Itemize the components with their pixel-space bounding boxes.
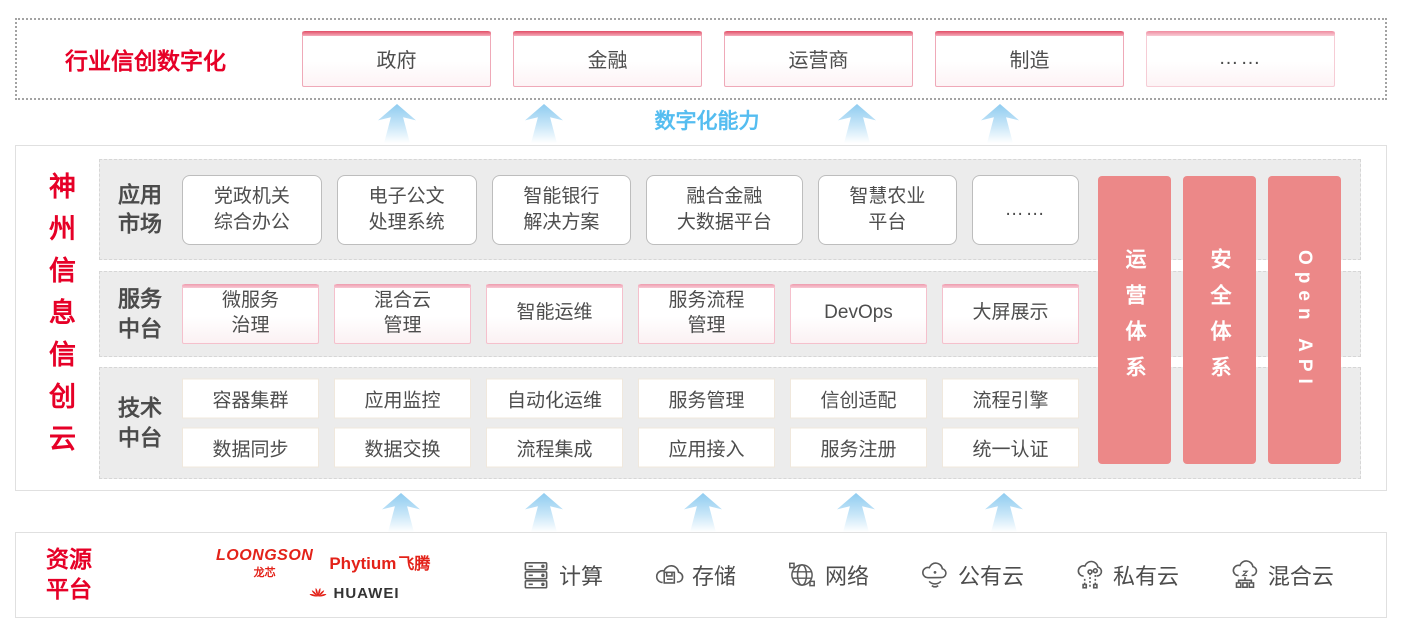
row-label-app-market: 应用 市场 xyxy=(118,181,163,237)
loongson-logo-subtext: 龙芯 xyxy=(253,566,276,579)
private-cloud-icon xyxy=(1073,558,1107,592)
app-market-boxes: 党政机关 综合办公 电子公文 处理系统 智能银行 解决方案 融合金融 大数据平台… xyxy=(182,174,1079,245)
resource-items: 计算 存储 xyxy=(519,558,1334,592)
up-arrow-icon xyxy=(525,493,563,532)
resource-compute: 计算 xyxy=(519,558,603,592)
svc-box-service-process-mgmt: 服务流程 管理 xyxy=(638,284,775,344)
tech-box-process-engine: 流程引擎 xyxy=(942,378,1079,419)
tech-box-automated-ops: 自动化运维 xyxy=(486,378,623,419)
up-arrow-icon xyxy=(382,493,420,532)
loongson-logo: LOONGSON 龙芯 xyxy=(216,547,313,580)
resource-label: 公有云 xyxy=(957,564,1024,589)
svc-box-devops: DevOps xyxy=(790,284,927,344)
resource-public-cloud: 公有云 xyxy=(918,558,1024,592)
resource-hybrid-cloud: 混合云 xyxy=(1228,558,1334,592)
resource-label: 混合云 xyxy=(1267,564,1334,589)
tech-boxes: 容器集群 应用监控 自动化运维 服务管理 信创适配 流程引擎 数据同步 数据交换… xyxy=(182,378,1079,468)
industry-banner-title: 行业信创数字化 xyxy=(65,48,226,74)
resource-platform-title: 资源 平台 xyxy=(46,546,92,602)
tech-box-unified-auth: 统一认证 xyxy=(942,427,1079,468)
loongson-logo-text: LOONGSON xyxy=(216,546,314,564)
up-arrow-icon xyxy=(981,104,1019,143)
app-box-edoc-system: 电子公文 处理系统 xyxy=(336,174,477,245)
industry-box-finance: 金融 xyxy=(513,31,702,87)
tech-box-data-sync: 数据同步 xyxy=(182,427,319,468)
service-middle-platform-row: 服务 中台 微服务 治理 混合云 管理 智能运维 服务流程 管理 DevOps … xyxy=(99,271,1361,357)
hybrid-cloud-icon xyxy=(1228,558,1262,592)
industry-box-more: …… xyxy=(1146,31,1335,87)
platform-vertical-title: 神州信息信创云 xyxy=(45,172,75,466)
up-arrow-icon xyxy=(525,104,563,143)
app-box-party-gov-office: 党政机关 综合办公 xyxy=(182,174,322,245)
resource-label: 网络 xyxy=(824,564,869,589)
row-label-tech: 技术 中台 xyxy=(118,395,163,450)
tech-middle-platform-row: 技术 中台 容器集群 应用监控 自动化运维 服务管理 信创适配 流程引擎 数据同… xyxy=(99,367,1361,479)
industry-banner: 行业信创数字化 政府 金融 运营商 制造 …… xyxy=(15,18,1387,100)
up-arrow-icon xyxy=(837,493,875,532)
svc-box-intelligent-ops: 智能运维 xyxy=(486,284,623,344)
service-boxes: 微服务 治理 混合云 管理 智能运维 服务流程 管理 DevOps 大屏展示 xyxy=(182,284,1079,344)
phytium-logo-subtext: 飞腾 xyxy=(398,555,431,573)
industry-box-telecom: 运营商 xyxy=(724,31,913,87)
app-box-finance-bigdata: 融合金融 大数据平台 xyxy=(646,174,803,245)
pillar-open-api: Open API xyxy=(1268,176,1341,464)
up-arrow-icon xyxy=(985,493,1023,532)
capability-label: 数字化能力 xyxy=(654,110,760,133)
industry-box-government: 政府 xyxy=(302,31,491,87)
app-box-more: …… xyxy=(972,174,1079,245)
svc-box-microservice-governance: 微服务 治理 xyxy=(182,284,319,344)
tech-box-app-monitoring: 应用监控 xyxy=(334,378,471,419)
tech-box-data-exchange: 数据交换 xyxy=(334,427,471,468)
tech-box-service-registry: 服务注册 xyxy=(790,427,927,468)
tech-box-service-mgmt: 服务管理 xyxy=(638,378,775,419)
tech-box-app-access: 应用接入 xyxy=(638,427,775,468)
app-market-row: 应用 市场 党政机关 综合办公 电子公文 处理系统 智能银行 解决方案 融合金融… xyxy=(99,159,1361,260)
tech-box-container-cluster: 容器集群 xyxy=(182,378,319,419)
storage-icon xyxy=(652,558,686,592)
cloud-platform-panel: 神州信息信创云 应用 市场 党政机关 综合办公 电子公文 处理系统 智能银行 解… xyxy=(15,145,1387,491)
huawei-logo-text: HUAWEI xyxy=(333,585,400,602)
up-arrow-icon xyxy=(684,493,722,532)
svc-box-big-screen: 大屏展示 xyxy=(942,284,1079,344)
tech-box-xinchuang-adaptation: 信创适配 xyxy=(790,378,927,419)
public-cloud-icon xyxy=(918,558,952,592)
resource-label: 存储 xyxy=(691,564,736,589)
resource-label: 私有云 xyxy=(1112,564,1179,589)
huawei-flower-icon xyxy=(308,584,328,604)
resource-storage: 存储 xyxy=(652,558,736,592)
app-box-smart-banking: 智能银行 解决方案 xyxy=(491,174,632,245)
tech-box-process-integration: 流程集成 xyxy=(486,427,623,468)
resource-private-cloud: 私有云 xyxy=(1073,558,1179,592)
row-label-service: 服务 中台 xyxy=(118,286,163,341)
network-icon xyxy=(785,558,819,592)
up-arrow-icon xyxy=(378,104,416,143)
pillar-security-system: 安全体系 xyxy=(1183,176,1256,464)
industry-box-manufacturing: 制造 xyxy=(935,31,1124,87)
compute-icon xyxy=(519,558,553,592)
resource-network: 网络 xyxy=(785,558,869,592)
app-box-smart-agriculture: 智慧农业 平台 xyxy=(817,174,958,245)
up-arrow-icon xyxy=(838,104,876,143)
resource-label: 计算 xyxy=(559,564,604,589)
svc-box-hybrid-cloud-mgmt: 混合云 管理 xyxy=(334,284,471,344)
pillar-operations-system: 运营体系 xyxy=(1098,176,1171,464)
phytium-logo-text: Phytium xyxy=(329,553,397,573)
industry-box-row: 政府 金融 运营商 制造 …… xyxy=(302,31,1335,87)
